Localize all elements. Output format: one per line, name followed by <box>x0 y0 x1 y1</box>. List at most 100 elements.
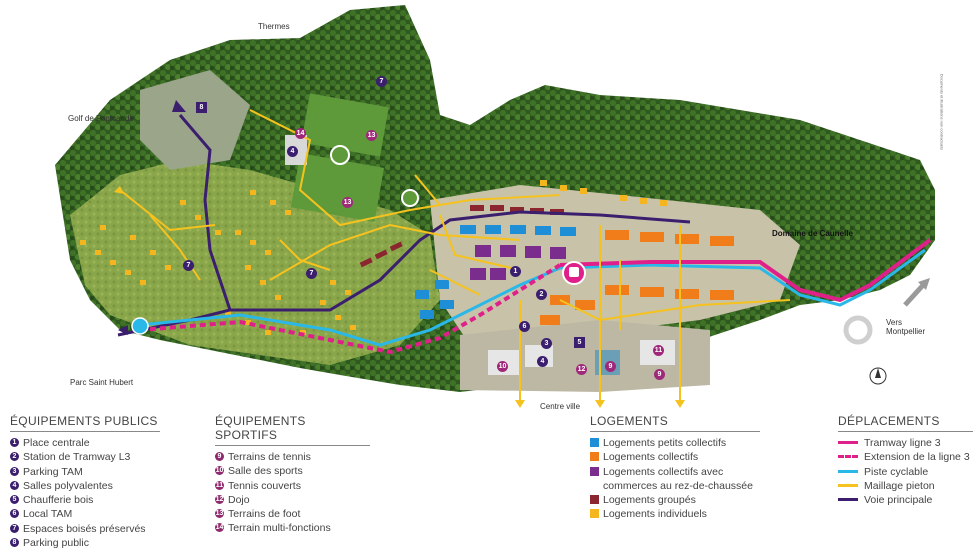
legend-title: ÉQUIPEMENTS PUBLICS <box>10 414 160 432</box>
legend-item: 5 Chaufferie bois <box>10 493 160 507</box>
legend-swatch <box>590 466 599 476</box>
legend-label: Local TAM <box>23 508 73 521</box>
voie-principale <box>230 210 691 312</box>
badge-3: 3 <box>541 338 552 349</box>
legend-label: Espaces boisés préservés <box>23 522 146 535</box>
football-field <box>290 153 385 223</box>
legend-label-line: Logements petits collectifs <box>603 437 727 449</box>
legend-line-swatch <box>838 498 858 502</box>
legend-number-badge: 4 <box>10 480 19 490</box>
legend-number-badge: 7 <box>10 523 19 533</box>
legend-line-swatch <box>838 469 858 473</box>
tree-icon <box>401 189 419 207</box>
legend-number-badge: 11 <box>215 480 224 490</box>
legend-label: Terrain multi-fonctions <box>228 522 331 535</box>
badge-1: 1 <box>510 266 521 277</box>
badge-7-north: 7 <box>376 76 387 87</box>
legend-swatch <box>590 495 599 505</box>
legend-number-badge: 14 <box>215 523 224 533</box>
legend-label: Salles polyvalentes <box>23 479 113 492</box>
legend-number-badge: 9 <box>215 452 224 461</box>
logements-petits-collectifs <box>415 225 576 319</box>
legend-item: 7 Espaces boisés préservés <box>10 522 160 536</box>
badge-11: 11 <box>653 345 664 356</box>
legend-label-line: Logements collectifs avec <box>603 465 724 478</box>
legend-label-line: Logements groupés <box>603 494 696 507</box>
legend-item: Piste cyclable <box>838 465 973 479</box>
legend-deplacements: DÉPLACEMENTS Tramway ligne 3 Extension de… <box>838 414 973 507</box>
label-montpellier: Montpellier <box>886 327 926 336</box>
badge-4-centre: 4 <box>537 356 548 367</box>
legend-label: Terrains de tennis <box>228 451 311 463</box>
badge-6: 6 <box>519 321 530 332</box>
legend-item: Extension de la ligne 3 <box>838 450 973 464</box>
legend-label: Parking public <box>23 537 89 550</box>
legend-label: Tennis couverts <box>228 479 301 492</box>
legend-label: Maillage pieton <box>864 479 935 492</box>
legend-label: Chaufferie bois <box>23 494 94 507</box>
legend-number-badge: 2 <box>10 452 19 462</box>
compass-north-icon <box>869 367 887 385</box>
legend-item: 4 Salles polyvalentes <box>10 479 160 493</box>
badge-13-b: 13 <box>342 197 353 208</box>
legend-title: DÉPLACEMENTS <box>838 414 973 432</box>
badge-2: 2 <box>536 289 547 300</box>
badge-13-a: 13 <box>366 130 377 141</box>
badge-7-west: 7 <box>183 260 194 271</box>
label-thermes: Thermes <box>258 22 290 31</box>
legend-item: 14 Terrain multi-fonctions <box>215 521 370 535</box>
badge-9-b: 9 <box>654 369 665 380</box>
legend-label: Salle des sports <box>228 465 303 478</box>
badge-10: 10 <box>497 361 508 372</box>
legend-label: Terrains de foot <box>228 508 301 521</box>
badge-7-centre: 7 <box>306 268 317 279</box>
logements-individuels <box>80 180 667 335</box>
badge-12: 12 <box>576 364 587 375</box>
legend-label: Extension de la ligne 3 <box>864 451 970 464</box>
badge-8: 8 <box>196 102 207 113</box>
badge-9-a: 9 <box>605 361 616 372</box>
legend-number-badge: 5 <box>10 495 19 505</box>
legend-line-swatch <box>838 441 858 444</box>
legend-label: Dojo <box>228 493 250 506</box>
badge-14: 14 <box>295 128 306 139</box>
legend-item: 9 Terrains de tennis <box>215 450 370 464</box>
legend-item: 10 Salle des sports <box>215 464 370 478</box>
legend-item: Logements individuels <box>590 507 760 521</box>
legend-item: Logements petits collectifs <box>590 436 760 450</box>
legend-label: Tramway ligne 3 <box>864 437 941 449</box>
legend-item: 13 Terrains de foot <box>215 507 370 521</box>
label-centre: Centre ville <box>540 402 581 411</box>
legend-item: Voie principale <box>838 493 973 507</box>
legend-number-badge: 10 <box>215 466 224 476</box>
legend-number-badge: 13 <box>215 509 224 519</box>
legend-swatch <box>590 452 599 462</box>
roundabout <box>843 315 873 345</box>
arrow-montpellier <box>903 281 927 307</box>
legend-label-line: commerces au rez-de-chaussée <box>603 479 753 492</box>
legend-line-swatch <box>838 455 858 459</box>
legend-label: Station de Tramway L3 <box>23 451 131 464</box>
legend-label: Piste cyclable <box>864 465 929 478</box>
legend-line-swatch <box>838 483 858 487</box>
football-field <box>301 93 389 157</box>
legend-label: Logements collectifs <box>603 450 698 464</box>
legend-label: Voie principale <box>864 494 933 507</box>
label-domaine: Domaine de Caunelle <box>772 229 853 238</box>
legend-swatch <box>590 509 599 519</box>
legend-item: 11 Tennis couverts <box>215 479 370 493</box>
legend-label-line: Logements individuels <box>603 508 707 521</box>
legend-item: Logements collectifs <box>590 450 760 464</box>
legend-item: Maillage pieton <box>838 479 973 493</box>
legend-label: Place centrale <box>23 437 90 449</box>
label-parc: Parc Saint Hubert <box>70 378 134 387</box>
legend-swatch <box>590 438 599 447</box>
